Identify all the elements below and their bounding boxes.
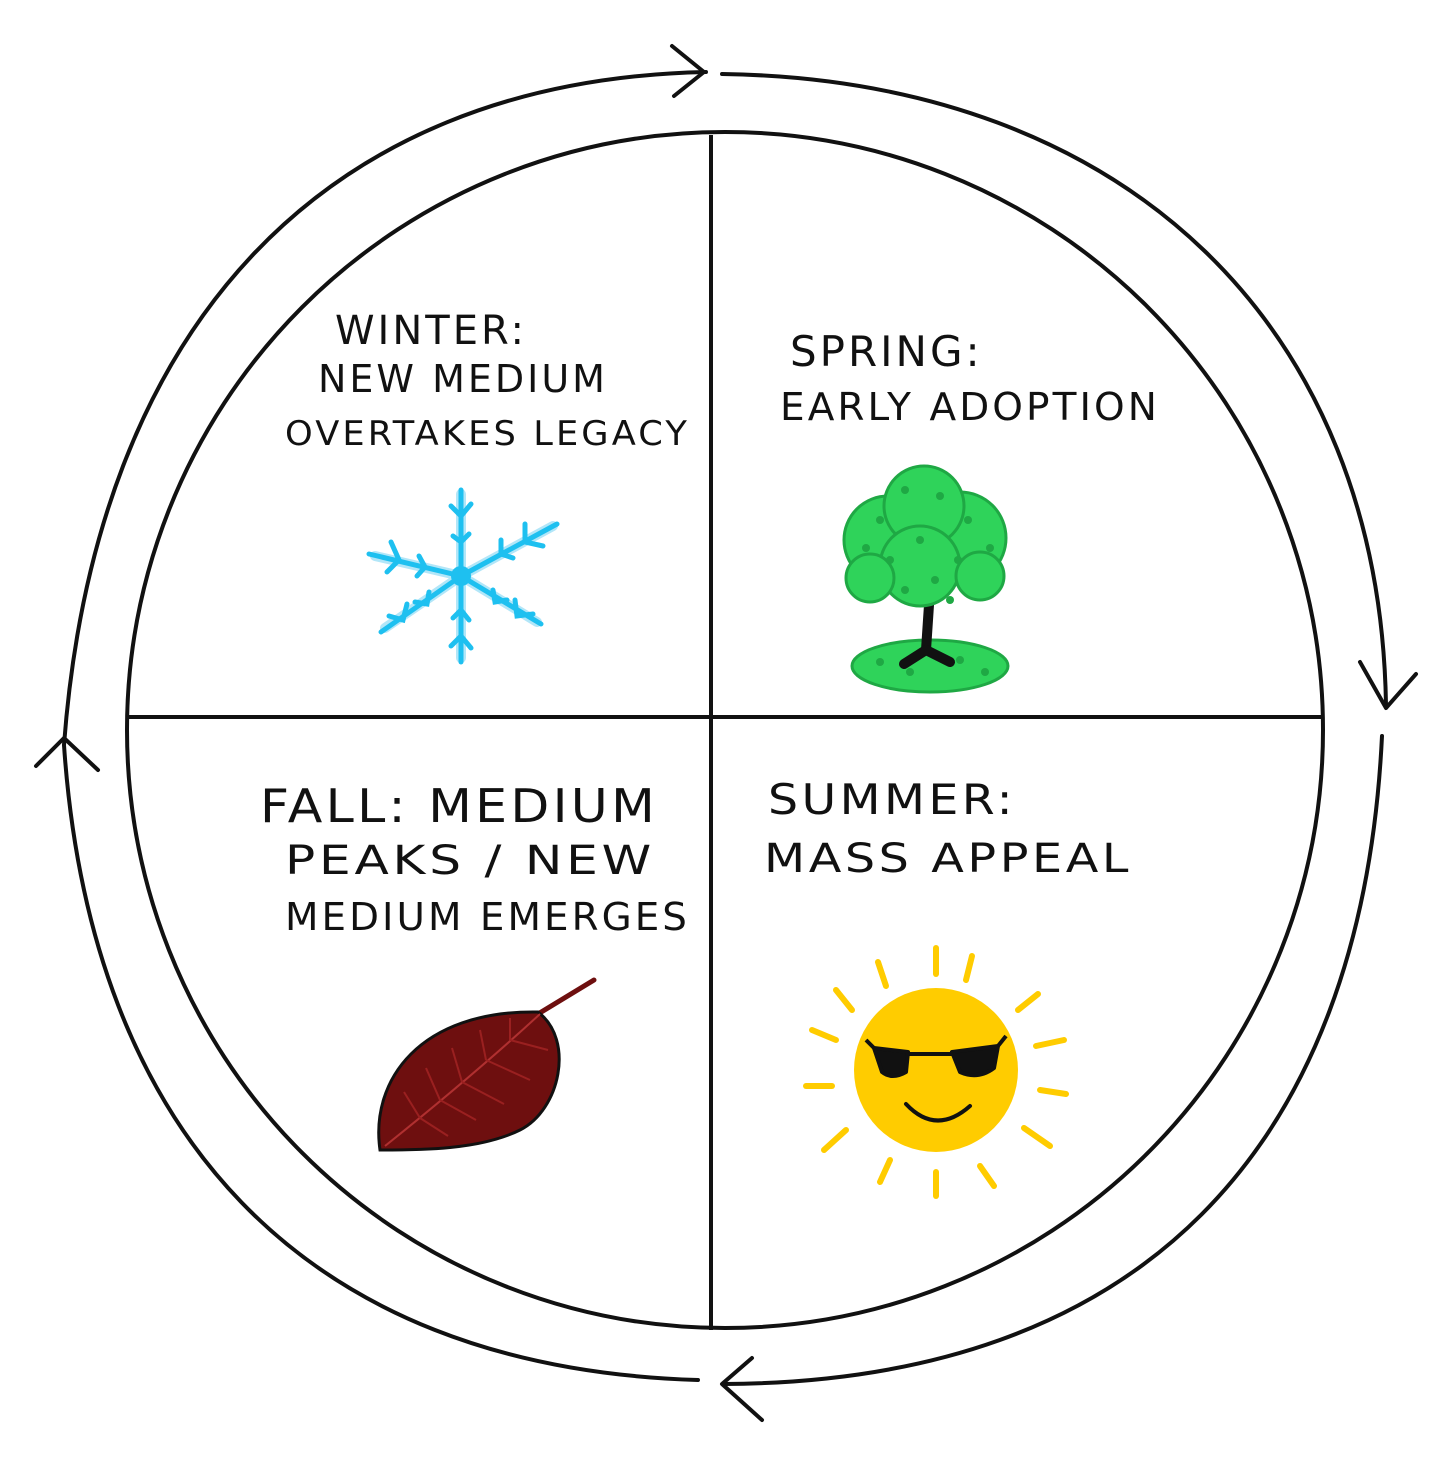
winter-line-2: NEW MEDIUM — [318, 357, 608, 401]
sun-rays — [803, 945, 1069, 1199]
arrowhead-top — [670, 44, 706, 98]
sun-smile — [904, 1102, 972, 1123]
cycle-arc-bottom-right — [722, 734, 1384, 1386]
fall-heading: FALL: MEDIUM — [260, 779, 658, 833]
leaf-icon — [377, 977, 597, 1152]
quadrant-spring: SPRING: EARLY ADOPTION — [780, 327, 1160, 429]
winter-heading: WINTER: — [335, 308, 527, 354]
tree-crown — [842, 464, 1008, 608]
leaf-stem — [535, 977, 597, 1017]
winter-line-3: OVERTAKES LEGACY — [285, 414, 690, 454]
quadrant-winter: WINTER: NEW MEDIUM OVERTAKES LEGACY — [285, 308, 690, 454]
spring-heading: SPRING: — [790, 327, 983, 376]
sunglasses — [864, 1034, 1008, 1078]
fall-line-2: PEAKS / NEW — [285, 838, 655, 884]
cycle-arc-top-left — [62, 70, 708, 747]
sun-icon — [803, 945, 1069, 1199]
arrowhead-left — [34, 736, 100, 772]
summer-heading: SUMMER: — [768, 775, 1016, 824]
cycle-arrows — [34, 44, 1418, 1422]
arrowhead-bottom — [720, 1356, 764, 1422]
arrowhead-right — [1358, 660, 1418, 710]
quadrant-summer: SUMMER: MASS APPEAL — [764, 775, 1132, 882]
snowflake-icon — [366, 487, 560, 665]
tree-icon — [842, 464, 1010, 694]
main-circle — [125, 130, 1325, 1330]
quadrant-fall: FALL: MEDIUM PEAKS / NEW MEDIUM EMERGES — [260, 779, 690, 939]
quadrant-circle — [125, 130, 1325, 1330]
fall-line-3: MEDIUM EMERGES — [285, 895, 690, 939]
summer-line-2: MASS APPEAL — [764, 836, 1132, 882]
cycle-arc-bottom-left — [62, 743, 700, 1382]
leaf-midrib — [384, 1013, 541, 1147]
sun-face — [854, 988, 1018, 1152]
cycle-arc-top-right — [720, 72, 1388, 707]
spring-line-2: EARLY ADOPTION — [780, 385, 1160, 429]
